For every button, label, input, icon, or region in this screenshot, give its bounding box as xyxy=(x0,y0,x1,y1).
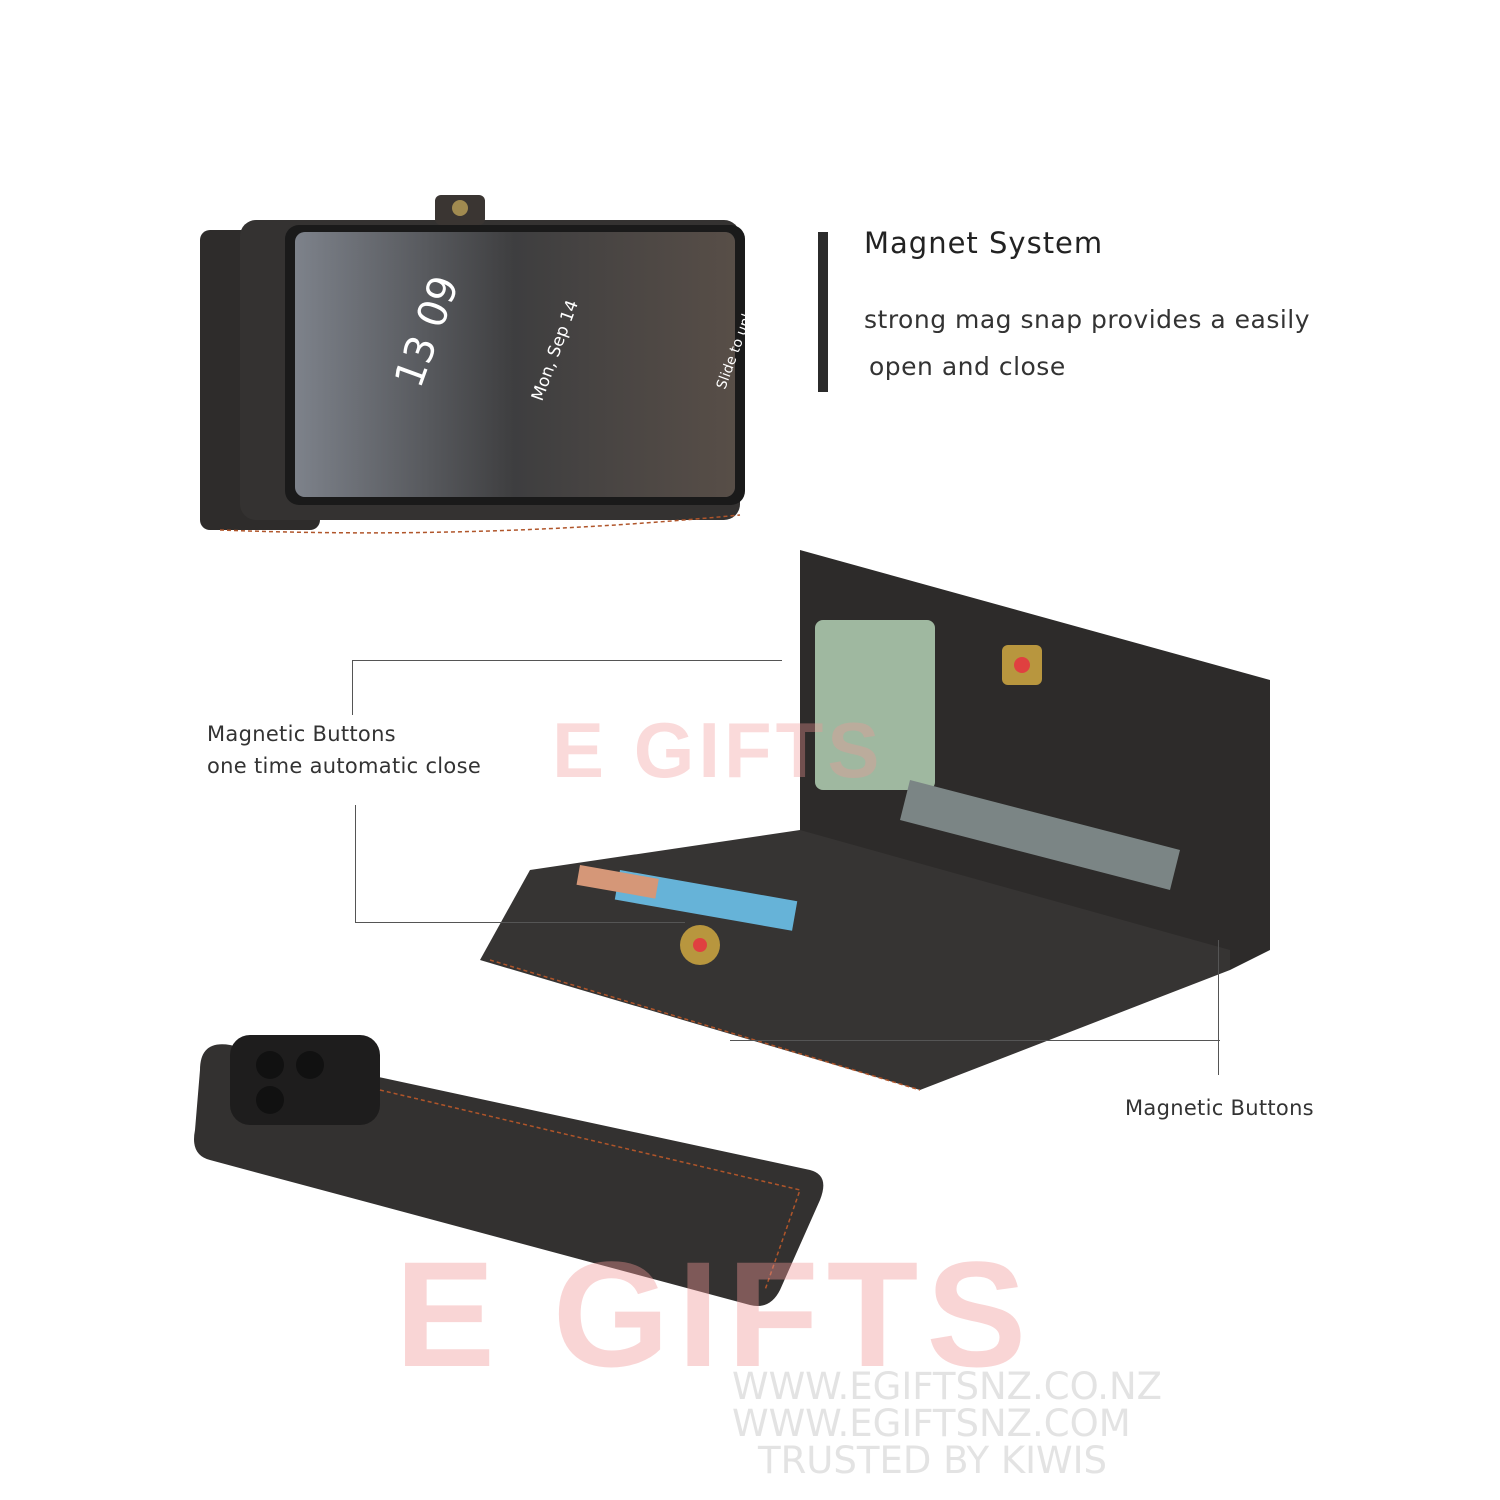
callout-left-title: Magnetic Buttons xyxy=(207,722,396,746)
camera-cutout xyxy=(230,1035,380,1125)
watermark-url2: WWW.EGIFTSNZ.COM xyxy=(732,1402,1131,1445)
card-blue xyxy=(614,870,798,931)
callout-line xyxy=(1218,940,1219,1075)
callout-line xyxy=(730,1040,1220,1041)
wallet-case-standing-image: 13 09 Mon, Sep 14 Slide to unlock xyxy=(200,195,764,534)
callout-right-title: Magnetic Buttons xyxy=(1125,1096,1314,1120)
wallet-open-image xyxy=(480,550,1270,1091)
feature-title: Magnet System xyxy=(864,226,1104,260)
photo-window xyxy=(815,620,935,790)
feature-description: strong mag snap provides a easily open a… xyxy=(864,296,1344,390)
watermark-tagline: TRUSTED BY KIWIS xyxy=(758,1439,1107,1482)
callout-line xyxy=(355,805,356,923)
callout-line xyxy=(355,922,685,923)
callout-line xyxy=(352,660,353,715)
feature-description-line2: open and close xyxy=(869,352,1066,381)
feature-accent-bar xyxy=(818,232,828,392)
watermark-brand-small: E GIFTS xyxy=(552,706,884,794)
callout-left-subtitle: one time automatic close xyxy=(207,754,482,778)
watermark-brand-large: E GIFTS xyxy=(395,1230,1035,1398)
back-case-image xyxy=(194,1035,824,1306)
watermark-urls: WWW.EGIFTSNZ.CO.NZ WWW.EGIFTSNZ.COM TRUS… xyxy=(732,1365,1162,1482)
card-slot xyxy=(900,780,1180,890)
callout-line xyxy=(352,660,782,661)
card-orange xyxy=(576,864,659,899)
snap-button xyxy=(452,200,468,216)
callout-left: Magnetic Buttons one time automatic clos… xyxy=(207,718,481,782)
feature-description-line1: strong mag snap provides a easily xyxy=(864,305,1311,334)
watermark-url1: WWW.EGIFTSNZ.CO.NZ xyxy=(732,1365,1162,1408)
